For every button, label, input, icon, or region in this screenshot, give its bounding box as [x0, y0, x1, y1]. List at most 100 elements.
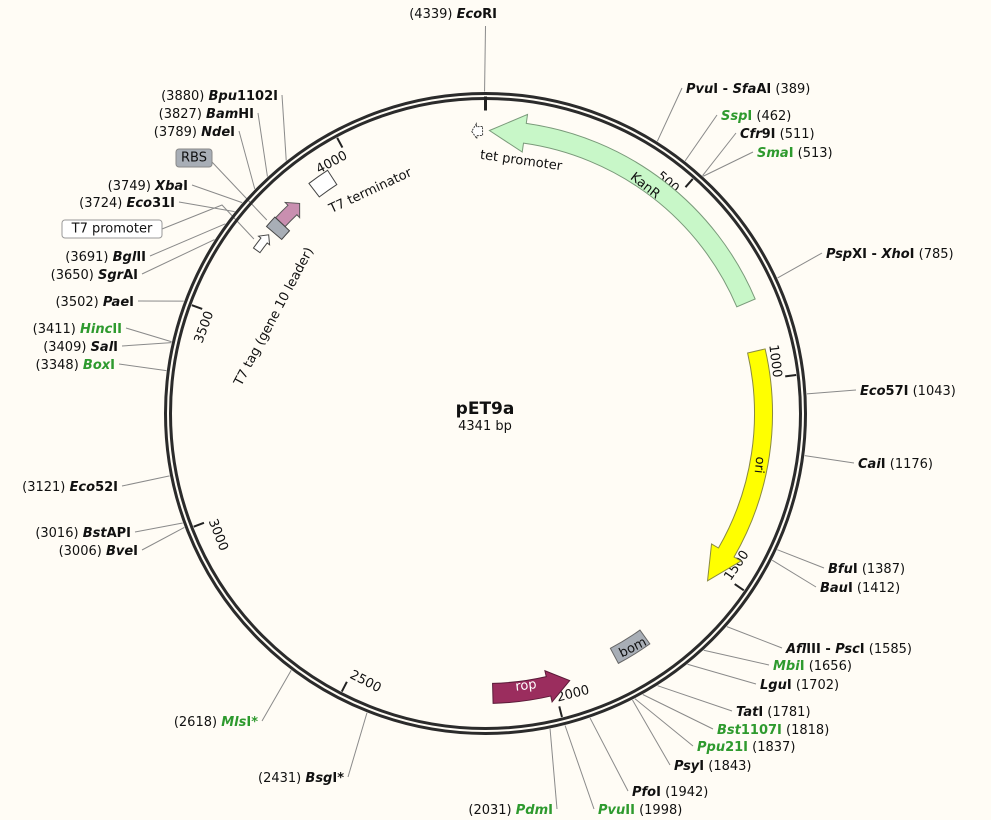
- kanr-feature-arrow[interactable]: [488, 113, 756, 308]
- enzyme-name-italic: Pvu: [686, 82, 713, 97]
- enzyme-site-label[interactable]: PvuI - SfaAI (389): [686, 82, 810, 97]
- enzyme-site-label[interactable]: MbiI (1656): [773, 659, 852, 674]
- enzyme-name-italic: Eco: [457, 7, 483, 22]
- enzyme-position: (1998): [639, 803, 682, 818]
- enzyme-site-label[interactable]: TatI (1781): [736, 705, 811, 720]
- enzyme-leader-line: [564, 725, 595, 810]
- enzyme-site-label[interactable]: Cfr9I (511): [740, 127, 815, 142]
- enzyme-name-italic: Nde: [201, 125, 230, 140]
- enzyme-name-roman: I: [881, 457, 886, 472]
- ori-feature-arrow[interactable]: [706, 348, 773, 582]
- enzyme-site-label[interactable]: (3789) NdeI: [154, 125, 235, 140]
- enzyme-site-label[interactable]: AflIII - PscI (1585): [785, 642, 912, 657]
- enzyme-site-label[interactable]: PsyI (1843): [674, 759, 752, 774]
- enzyme-position: (4339): [409, 7, 452, 22]
- enzyme-name-italic: Bst: [83, 526, 108, 541]
- enzyme-name-roman: I: [758, 705, 763, 720]
- enzyme-name-italic: Ppu: [697, 740, 725, 755]
- enzyme-name-roman: 57I: [886, 384, 909, 399]
- enzyme-name-roman: I*: [246, 715, 258, 730]
- enzyme-name-roman: RI: [482, 7, 497, 22]
- enzyme-site-label[interactable]: PfoI (1942): [632, 785, 708, 800]
- enzyme-name-italic: Mls: [221, 715, 246, 730]
- enzyme-leader-line: [149, 223, 226, 257]
- tick-label: 3000: [205, 517, 231, 553]
- enzyme-position: (1412): [857, 581, 900, 596]
- enzyme-site-label[interactable]: (3650) SgrAI: [51, 268, 138, 283]
- enzyme-site-label[interactable]: (3411) HincII: [33, 322, 122, 337]
- t7-tag-arrow[interactable]: [274, 201, 301, 228]
- enzyme-site-label[interactable]: (2031) PdmI: [468, 803, 553, 818]
- enzyme-name-italic: Psp: [826, 247, 852, 262]
- enzyme-name-roman: I: [110, 358, 115, 373]
- enzyme-name-roman: 21I: [725, 740, 748, 755]
- enzyme-site-label[interactable]: (3749) XbaI: [108, 179, 188, 194]
- enzyme-site-label[interactable]: PspXI - XhoI (785): [826, 247, 954, 262]
- enzyme-site-label[interactable]: (2618) MlsI*: [174, 715, 258, 730]
- enzyme-site-label[interactable]: (3121) Eco52I: [22, 480, 118, 495]
- enzyme-site-label[interactable]: (3016) BstAPI: [35, 526, 131, 541]
- enzyme-name-roman: I: [230, 125, 235, 140]
- enzyme-site-label[interactable]: SmaI (513): [757, 146, 833, 161]
- tick-label: 2500: [347, 668, 383, 697]
- enzyme-site-label[interactable]: (3724) Eco31I: [79, 196, 175, 211]
- enzyme-name-italic: Bpu: [208, 89, 236, 104]
- enzyme-position: (3502): [55, 295, 98, 310]
- enzyme-site-label[interactable]: Eco57I (1043): [860, 384, 956, 399]
- enzyme-leader-line: [257, 112, 268, 177]
- enzyme-name-roman: II: [625, 803, 635, 818]
- enzyme-site-label[interactable]: PvuII (1998): [598, 803, 682, 818]
- rbs-box[interactable]: [265, 216, 291, 241]
- enzyme-name-roman: AI: [756, 82, 771, 97]
- t7-promoter-label: T7 promoter: [71, 222, 153, 237]
- enzyme-site-label[interactable]: (3409) SalI: [43, 340, 118, 355]
- enzyme-site-label[interactable]: (3880) Bpu1102I: [161, 89, 278, 104]
- enzyme-site-label[interactable]: BfuI (1387): [828, 562, 905, 577]
- enzyme-site-label[interactable]: SspI (462): [721, 109, 791, 124]
- enzyme-site-label[interactable]: (2431) BsgI*: [258, 771, 344, 786]
- enzyme-site-label[interactable]: CaiI (1176): [858, 457, 933, 472]
- t7-terminator-label: T7 terminator: [326, 165, 415, 217]
- enzyme-leader-line: [589, 717, 629, 792]
- enzyme-name-italic: Bst: [717, 723, 742, 738]
- t7-promoter-arrow[interactable]: [252, 234, 271, 254]
- enzyme-position: (2431): [258, 771, 301, 786]
- enzyme-name-italic: Bgl: [113, 250, 137, 265]
- enzyme-position: (3016): [35, 526, 78, 541]
- enzyme-site-label[interactable]: Ppu21I (1837): [697, 740, 795, 755]
- bom-feature-box[interactable]: [609, 629, 651, 665]
- enzyme-name-italic: Cai: [858, 457, 881, 472]
- tick-mark: [336, 137, 344, 149]
- enzyme-name-roman: I: [183, 179, 188, 194]
- enzyme-site-label[interactable]: (3827) BamHI: [159, 107, 254, 122]
- enzyme-name-roman: I: [789, 146, 794, 161]
- enzyme-site-label[interactable]: (3502) PaeI: [55, 295, 134, 310]
- enzyme-site-label[interactable]: (4339) EcoRI: [409, 7, 497, 22]
- enzyme-site-label[interactable]: (3006) BveI: [59, 544, 138, 559]
- enzyme-name-italic: Lgu: [760, 678, 787, 693]
- enzyme-site-label[interactable]: (3348) BoxI: [36, 358, 115, 373]
- enzyme-leader-line: [347, 712, 368, 778]
- enzyme-name-roman: III: [806, 642, 821, 657]
- t7-terminator-box[interactable]: [308, 169, 338, 198]
- enzyme-site-label[interactable]: Bst1107I (1818): [717, 723, 829, 738]
- tick-mark: [558, 706, 563, 718]
- enzyme-position: (3650): [51, 268, 94, 283]
- tet-promoter-arrow[interactable]: [471, 121, 484, 141]
- enzyme-name-italic: Mbi: [773, 659, 800, 674]
- enzyme-name-italic: Afl: [785, 642, 807, 657]
- enzyme-name-italic: Eco: [70, 480, 96, 495]
- rop-feature-arrow[interactable]: [492, 669, 571, 704]
- enzyme-site-label[interactable]: BauI (1412): [820, 581, 900, 596]
- enzyme-position: (1043): [913, 384, 956, 399]
- bom-label: bom: [617, 635, 650, 661]
- enzyme-name-roman: 1102I: [237, 89, 278, 104]
- enzyme-position: (2618): [174, 715, 217, 730]
- enzyme-name-roman: I: [113, 340, 118, 355]
- enzyme-site-label[interactable]: LguI (1702): [760, 678, 839, 693]
- enzyme-leader-line: [726, 626, 783, 649]
- plasmid-name: pET9a: [456, 399, 515, 419]
- enzyme-leader-lines: [118, 25, 857, 810]
- enzyme-site-label[interactable]: (3691) BglII: [65, 250, 146, 265]
